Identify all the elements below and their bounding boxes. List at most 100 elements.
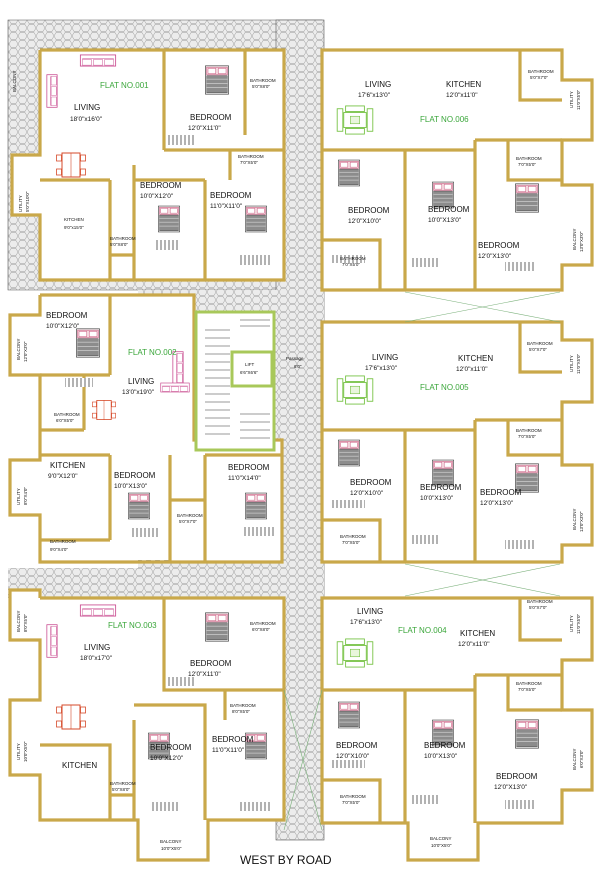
flat-003-balcony2-name: BALCONY	[160, 839, 182, 844]
flat-006-bath3-dim: 7'0"X5'0"	[342, 262, 360, 267]
flat-005-bath3-name: BATHROOM	[340, 534, 366, 539]
flat-006-balcony-dim: 13'0"X3'0"	[579, 231, 584, 252]
flat-006-bed2-name: BEDROOM	[428, 205, 470, 214]
flat-003-living-name: LIVING	[84, 643, 110, 652]
flat-002-bath1-dim: 6'0"X5'0"	[56, 418, 74, 423]
flat-001-kitchen-dim: 9'0"x15'0"	[64, 225, 84, 230]
flat-002-bed3-name: BEDROOM	[228, 463, 270, 472]
flat-005-utility-name: UTILITY	[569, 355, 574, 372]
flat-005-kitchen-dim: 12'0"x11'0"	[456, 366, 488, 373]
flat-003-bath2-dim: 8'0"X5'0"	[232, 709, 250, 714]
flat-006-bath1-dim: 5'0"X7'0"	[530, 75, 548, 80]
flat-003-bed2-dim: 10'0"X12'0"	[150, 755, 184, 762]
stair-lift-core: LIFT 6'6"X6'6"	[194, 310, 276, 452]
lift-label: LIFT	[245, 362, 255, 367]
flat-005-bath2-name: BATHROOM	[516, 428, 542, 433]
flat-003-bath3-name: BATHROOM	[110, 781, 136, 786]
flat-001-bed2-dim: 10'0"X12'0"	[140, 193, 174, 200]
flat-004-living-name: LIVING	[357, 607, 383, 616]
flat-005-balcony-dim: 13'0"X3'0"	[579, 511, 584, 532]
flat-002-bath2-dim: 5'0"X7'0"	[179, 519, 197, 524]
flat-001-bed1-dim: 12'0"X11'0"	[188, 125, 221, 132]
flat-002-bed2-dim: 10'0"X13'0"	[114, 483, 148, 490]
flat-004-bath3-name: BATHROOM	[340, 794, 366, 799]
flat-005-kitchen-name: KITCHEN	[458, 354, 493, 363]
flat-004-bed2-name: BEDROOM	[424, 741, 466, 750]
flat-003: FLAT NO.003 LIVING 18'0"x17'0" BEDROOM 1…	[8, 588, 286, 862]
flat-005-balcony-name: BALCONY	[572, 508, 577, 530]
flat-002-living-name: LIVING	[128, 377, 154, 386]
flat-001-balcony-name: BALCONY	[12, 70, 17, 92]
flat-003-balcony1-dim: 8'0"X5'0"	[23, 614, 28, 632]
flat-003-bed3-dim: 11'0"X11'0"	[212, 747, 245, 754]
flat-006-kitchen-dim: 12'0"x11'0"	[446, 92, 478, 99]
flat-006-label: FLAT NO.006	[420, 115, 469, 124]
flat-002-utility-name: UTILITY	[16, 488, 21, 505]
flat-004-bath2-dim: 7'0"X5'0"	[518, 687, 536, 692]
flat-003-kitchen-name: KITCHEN	[62, 761, 97, 770]
flat-003-utility-dim: 10'0"X5'0"	[23, 741, 28, 762]
passage-label: Passage	[286, 356, 304, 361]
flat-001-kitchen-name: KITCHEN	[64, 217, 84, 222]
flat-004-bath1-name: BATHROOM	[527, 599, 553, 604]
flat-004-label: FLAT NO.004	[398, 626, 447, 635]
flat-001-living-dim: 18'0"x16'0"	[70, 116, 103, 123]
flat-003-utility-name: UTILITY	[16, 743, 21, 760]
flat-005-bed1-dim: 12'0"X10'0"	[350, 490, 384, 497]
flat-005-bed1-name: BEDROOM	[350, 478, 392, 487]
flat-005-living-dim: 17'6"x13'0"	[365, 365, 398, 372]
flat-004-bed3-dim: 12'0"X13'0"	[494, 784, 528, 791]
flat-006-balcony-name: BALCONY	[572, 228, 577, 250]
flat-002-bed1-dim: 10'0"X12'0"	[46, 323, 80, 330]
flat-004-bath1-dim: 5'0"X7'0"	[529, 605, 547, 610]
flat-006-utility-dim: 11'0"X5'0"	[576, 90, 581, 110]
paving-corridor-low	[8, 568, 324, 598]
flat-006-kitchen-name: KITCHEN	[446, 80, 481, 89]
flat-004-balcony1-dim: 10'0"X5'0"	[431, 843, 452, 848]
flat-004-kitchen-dim: 12'0"x11'0"	[458, 641, 490, 648]
flat-002-bath3-dim: 9'0"X4'0"	[50, 547, 68, 552]
flat-003-bed2-name: BEDROOM	[150, 743, 192, 752]
flat-006-living-dim: 17'6"x13'0"	[358, 92, 391, 99]
flat-004: FLAT NO.004 LIVING 17'6"x13'0" KITCHEN 1…	[320, 596, 594, 862]
flat-003-bed1-name: BEDROOM	[190, 659, 232, 668]
flat-002-bath2-name: BATHROOM	[177, 513, 203, 518]
flat-002-balcony-dim: 12'0"X3'0"	[23, 341, 28, 362]
flat-004-bath3-dim: 7'0"X5'0"	[342, 800, 360, 805]
flat-001-bath2-name: BATHROOM	[238, 154, 264, 159]
flat-004-bed2-dim: 10'0"X13'0"	[424, 753, 458, 760]
flat-001-bath3-name: BATHROOM	[110, 236, 136, 241]
flat-006: FLAT NO.006 LIVING 17'6"x13'0" KITCHEN 1…	[320, 48, 594, 292]
flat-003-bath1-dim: 6'0"X8'0"	[252, 627, 270, 632]
flat-006-bed1-name: BEDROOM	[348, 206, 390, 215]
flat-004-balcony2-dim: 6'0"X3'0"	[579, 750, 584, 768]
flat-001-bed3-name: BEDROOM	[210, 191, 252, 200]
flat-006-bath2-dim: 7'0"X5'0"	[518, 162, 536, 167]
flat-003-bath2-name: BATHROOM	[230, 703, 256, 708]
flat-002-label: FLAT NO.002	[128, 348, 177, 357]
flat-006-bed3-name: BEDROOM	[478, 241, 520, 250]
flat-001-bed1-name: BEDROOM	[190, 113, 232, 122]
flat-002-bed1-name: BEDROOM	[46, 311, 88, 320]
flat-005-bed3-dim: 12'0"X13'0"	[480, 500, 514, 507]
flat-004-living-dim: 17'6"x13'0"	[350, 619, 383, 626]
flat-006-bed1-dim: 12'0"X10'0"	[348, 218, 382, 225]
flat-004-bath2-name: BATHROOM	[516, 681, 542, 686]
flat-005-bed3-name: BEDROOM	[480, 488, 522, 497]
flat-005-bath1-dim: 5'0"X7'0"	[529, 347, 547, 352]
flat-001: FLAT NO.001 LIVING 18'0"x16'0" BEDROOM 1…	[10, 48, 286, 282]
flat-001-bed2-name: BEDROOM	[140, 181, 182, 190]
flat-002-balcony-name: BALCONY	[16, 338, 21, 360]
flat-005-bath1-name: BATHROOM	[527, 341, 553, 346]
flat-006-bath1-name: BATHROOM	[528, 69, 554, 74]
flat-003-bed3-name: BEDROOM	[212, 735, 254, 744]
flat-005-bath2-dim: 7'0"X5'0"	[518, 434, 536, 439]
flat-004-balcony1-name: BALCONY	[430, 836, 452, 841]
flat-006-bath3-name: BATHROOM	[340, 256, 366, 261]
flat-001-utility-dim: 5'0"X10'0"	[25, 191, 30, 212]
flat-001-label: FLAT NO.001	[100, 81, 149, 90]
flat-004-bed1-dim: 12'0"X10'0"	[336, 753, 370, 760]
flat-004-utility-name: UTILITY	[569, 615, 574, 632]
flat-002-bath1-name: BATHROOM	[54, 412, 80, 417]
flat-005: FLAT NO.005 LIVING 17'6"x13'0" KITCHEN 1…	[320, 320, 594, 564]
